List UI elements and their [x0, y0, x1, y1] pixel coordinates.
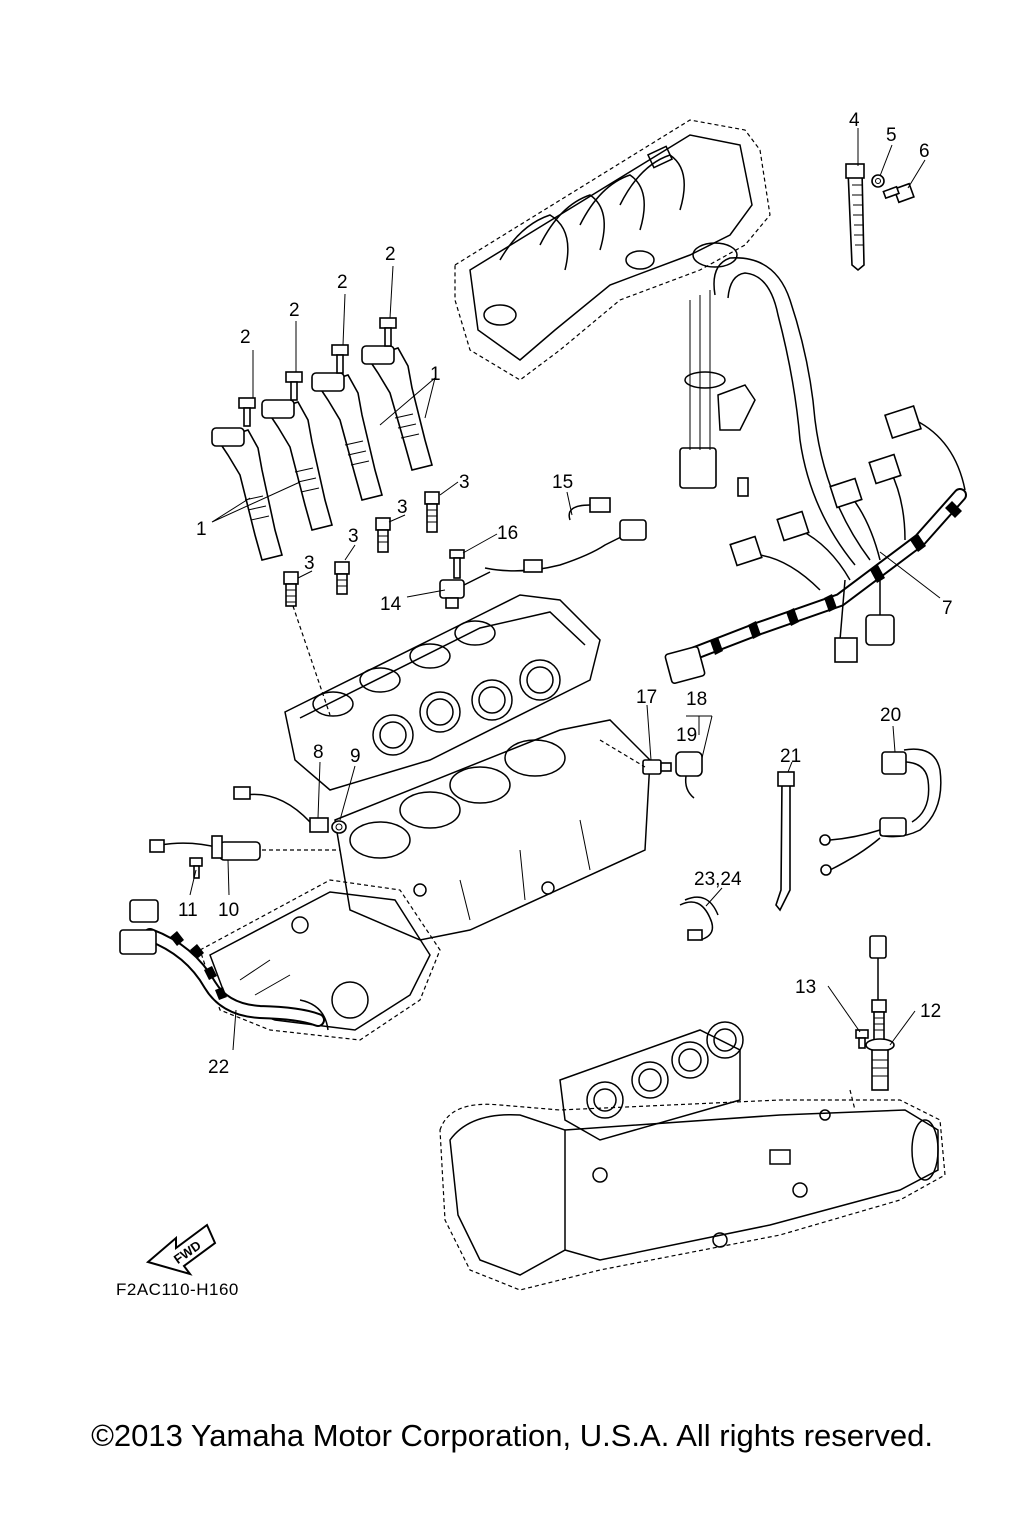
sensor-14: [439, 571, 491, 609]
cable-tie-21: [775, 771, 795, 912]
callout-17: 17: [636, 687, 657, 708]
bolt: [882, 182, 915, 204]
callout-23-24: 23,24: [694, 869, 742, 890]
callout-3: 3: [459, 472, 470, 493]
bolt-16: [449, 549, 465, 579]
sensor-harness-15: [484, 497, 647, 573]
callout-15: 15: [552, 472, 573, 493]
ignition-coils: [211, 345, 433, 561]
intake-manifold: [454, 119, 771, 381]
callout-2: 2: [289, 300, 300, 321]
sensor-19: [675, 751, 703, 799]
exhaust-manifold: [439, 1021, 946, 1291]
callout-16: 16: [497, 523, 518, 544]
sensor-8: [233, 786, 329, 833]
callout-6: 6: [919, 141, 930, 162]
callout-5: 5: [886, 125, 897, 146]
sensor-17: [642, 759, 672, 775]
spark-plug: [283, 571, 299, 607]
callout-numbers: 1 1 2 2 2 2 3 3 3 3 4 5 6 7 8 9 10 11 12…: [178, 110, 953, 1078]
callout-18: 18: [686, 689, 707, 710]
callout-19: 19: [676, 725, 697, 746]
callout-14: 14: [380, 594, 402, 615]
ignition-coil: [261, 399, 333, 531]
harness-22: [119, 899, 329, 1031]
callout-12: 12: [920, 1001, 941, 1022]
spark-plug: [334, 561, 350, 595]
spark-plugs: [283, 491, 440, 607]
sensor-12: [865, 935, 895, 1091]
bolt: [238, 397, 256, 427]
ignition-coil: [211, 427, 283, 561]
callout-20: 20: [880, 705, 901, 726]
sensor-10: [149, 835, 261, 861]
bolt-11: [189, 857, 203, 879]
bolt: [285, 371, 303, 401]
cable-tie-clamp: [845, 163, 865, 272]
callout-21: 21: [780, 746, 801, 767]
leader-lines: [189, 128, 941, 1111]
callout-3: 3: [348, 526, 359, 547]
ignition-coil: [361, 345, 433, 471]
callout-2: 2: [240, 327, 251, 348]
callout-7: 7: [942, 598, 953, 619]
callout-1: 1: [430, 364, 441, 385]
wire-harness: [664, 257, 967, 685]
callout-1: 1: [196, 519, 207, 540]
callout-2: 2: [385, 244, 396, 265]
forward-arrow-icon: FWD: [145, 1223, 217, 1276]
nut: [871, 174, 885, 188]
callout-4: 4: [849, 110, 860, 131]
callout-2: 2: [337, 272, 348, 293]
copyright-notice: ©2013 Yamaha Motor Corporation, U.S.A. A…: [91, 1418, 933, 1453]
callout-13: 13: [795, 977, 816, 998]
bolt: [331, 344, 349, 374]
spark-plug: [424, 491, 440, 533]
coil-bolts: [238, 317, 397, 427]
harness-20: [819, 748, 942, 876]
cylinder-block: [334, 719, 651, 941]
spark-plug: [375, 517, 391, 553]
callout-10: 10: [218, 900, 239, 921]
exhaust-flanges: [559, 1021, 744, 1141]
callout-3: 3: [397, 497, 408, 518]
bolt-13: [855, 1029, 869, 1049]
callout-3: 3: [304, 553, 315, 574]
callout-8: 8: [313, 742, 324, 763]
gasket-9: [331, 820, 347, 834]
clamp-23-24: [679, 896, 719, 941]
callout-22: 22: [208, 1057, 229, 1078]
bolt: [379, 317, 397, 347]
callout-11: 11: [178, 900, 198, 921]
diagram-code: F2AC110-H160: [116, 1280, 239, 1299]
ignition-coil: [311, 372, 383, 501]
callout-9: 9: [350, 746, 361, 767]
cylinder-head: [284, 594, 601, 791]
